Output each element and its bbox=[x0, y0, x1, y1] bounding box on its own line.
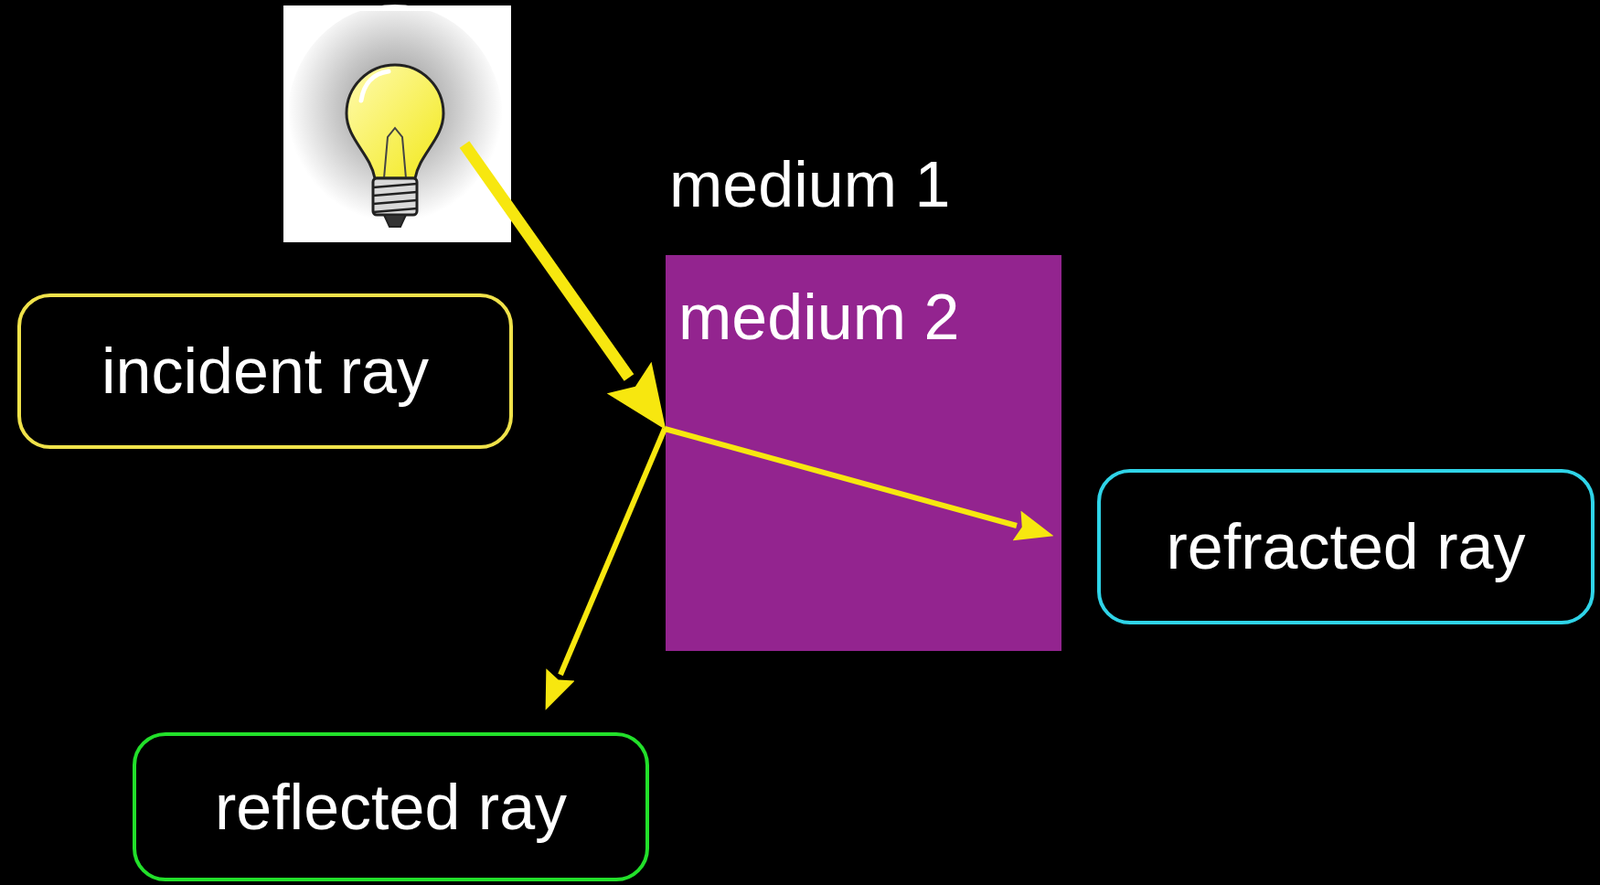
bulb-base bbox=[373, 178, 417, 215]
medium-label: medium 2 bbox=[678, 278, 960, 356]
callout-box: reflected ray bbox=[132, 732, 650, 882]
incident-ray-arrow bbox=[464, 144, 630, 378]
refracted-ray-arrow bbox=[664, 428, 1017, 526]
bulb-glass bbox=[346, 64, 444, 179]
callout-text: refracted ray bbox=[1166, 508, 1526, 586]
reflected-ray-arrow bbox=[560, 428, 665, 675]
callout-box: incident ray bbox=[17, 293, 513, 449]
callout-text: reflected ray bbox=[214, 768, 567, 846]
bulb-glow bbox=[287, 4, 503, 234]
medium-box: medium 2 bbox=[665, 255, 1062, 651]
callout-box: refracted ray bbox=[1097, 469, 1595, 625]
callout-text: incident ray bbox=[101, 332, 429, 410]
medium-label: medium 1 bbox=[669, 146, 950, 224]
